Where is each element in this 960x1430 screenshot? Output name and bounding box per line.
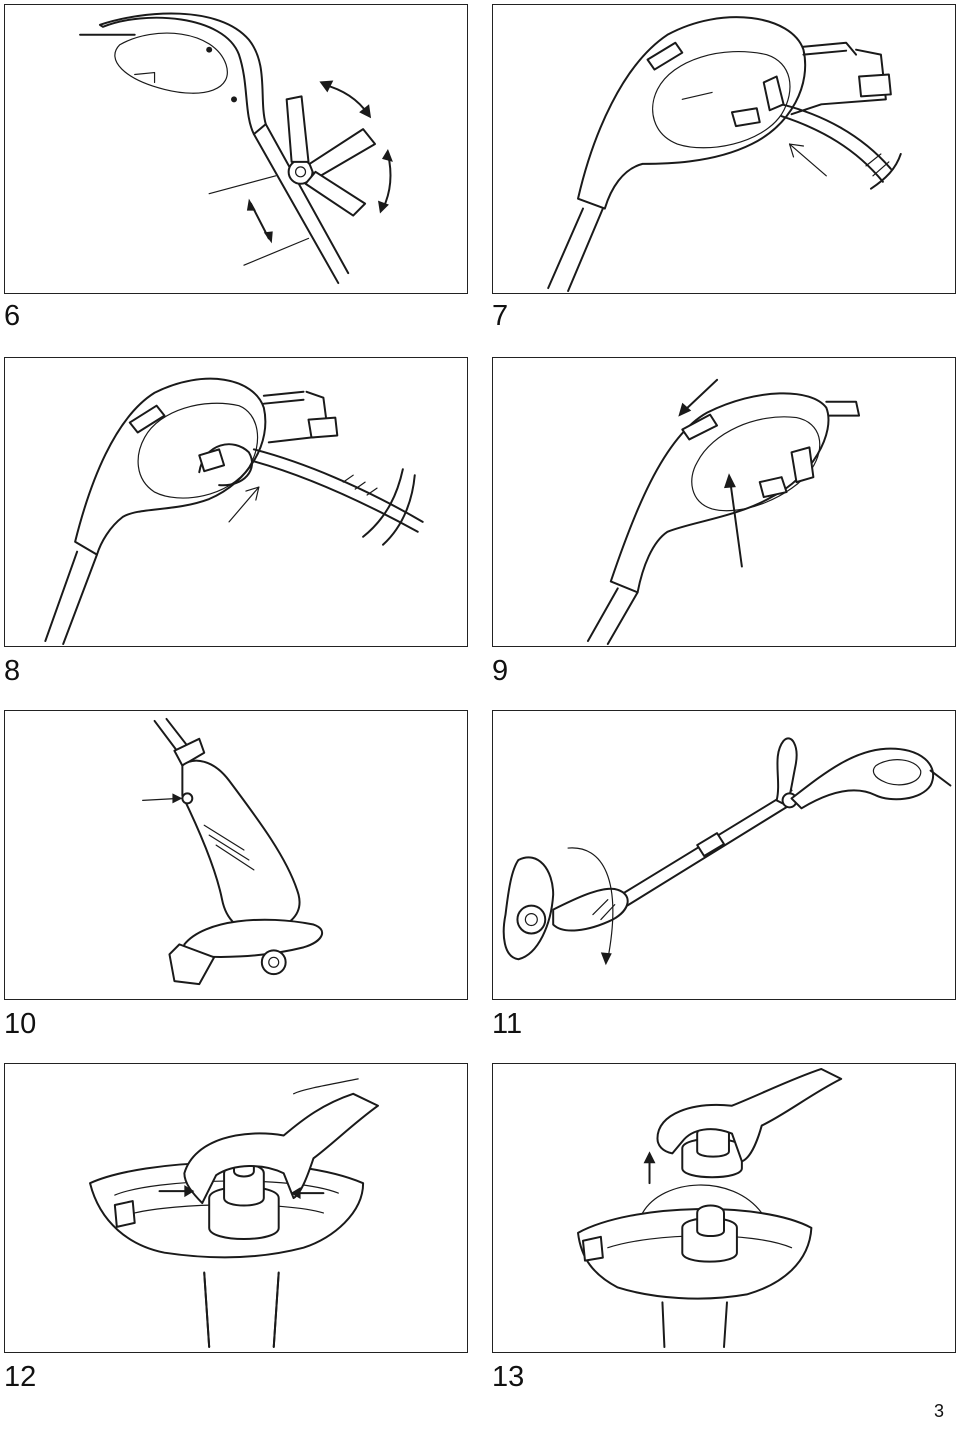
figure-number: 6 <box>4 300 21 332</box>
trimmer-handle-drawing <box>586 392 861 646</box>
spool-cover-drawing <box>681 1125 743 1179</box>
page-number: 3 <box>933 1401 944 1421</box>
figure-13-illustration <box>492 1063 956 1353</box>
figure-8-illustration <box>4 357 468 647</box>
figure-6-illustration <box>4 4 468 294</box>
figure-number: 11 <box>492 1008 523 1040</box>
figure-11-illustration <box>492 710 956 1000</box>
power-cord-drawing <box>730 41 902 190</box>
direction-arrow <box>228 486 260 523</box>
height-arrow <box>208 175 310 266</box>
figure-number: 8 <box>4 655 21 687</box>
figure-number: 13 <box>492 1361 525 1393</box>
figure-number: 7 <box>492 300 509 332</box>
full-trimmer-drawing <box>502 737 952 961</box>
figure-12-illustration <box>4 1063 468 1353</box>
figure-9-illustration <box>492 357 956 647</box>
rotation-arrow <box>567 847 614 966</box>
trimmer-guard-drawing <box>577 1184 813 1349</box>
spool-drawing <box>208 1144 280 1241</box>
figure-number: 9 <box>492 655 509 687</box>
rotation-arrows <box>319 80 393 214</box>
release-button-arrow <box>142 793 183 804</box>
motor-housing-drawing <box>153 717 324 986</box>
trimmer-handle-drawing <box>79 12 350 285</box>
figure-10-illustration <box>4 710 468 1000</box>
trimmer-handle-drawing <box>44 377 267 646</box>
hand-drawing <box>656 1067 843 1163</box>
hand-drawing <box>183 1078 380 1205</box>
trimmer-handle-drawing <box>547 16 807 293</box>
direction-arrow <box>788 143 827 177</box>
lift-arrow <box>643 1151 656 1185</box>
adjustment-knob-drawing <box>285 95 377 217</box>
release-tab-arrows <box>158 1185 325 1200</box>
figure-number: 10 <box>4 1008 37 1040</box>
power-cord-drawing <box>198 390 424 546</box>
figure-7-illustration <box>492 4 956 294</box>
direction-arrows <box>678 378 743 568</box>
figure-number: 12 <box>4 1361 37 1393</box>
